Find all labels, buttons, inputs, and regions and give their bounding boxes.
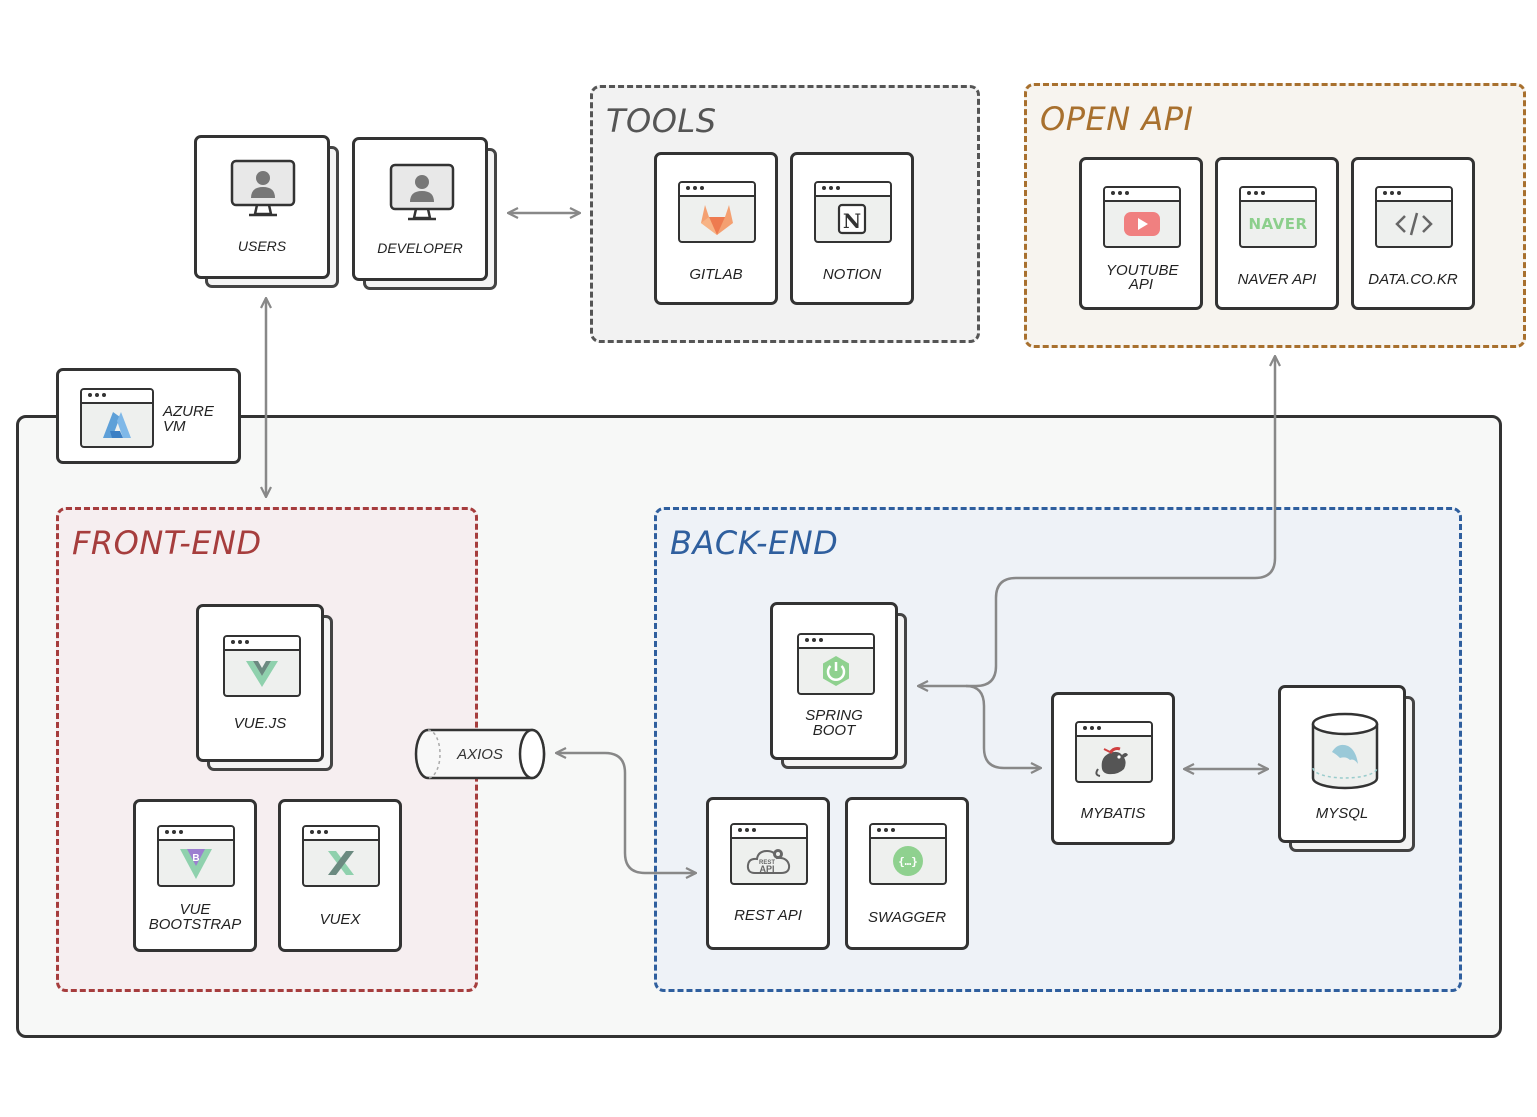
mybatis-node[interactable]: MYBATIS	[1051, 692, 1175, 845]
data-label: DATA.CO.KR	[1368, 271, 1458, 288]
user-monitor-icon	[389, 163, 455, 221]
users-node[interactable]: USERS	[194, 135, 339, 288]
azure-icon	[103, 412, 131, 438]
youtube-label: YOUTUBE API	[1106, 262, 1179, 293]
vuejs-label: VUE.JS	[233, 715, 287, 732]
users-label: USERS	[237, 238, 287, 254]
naver-icon: NAVER	[1248, 215, 1308, 233]
vuejs-node[interactable]: VUE.JS	[196, 604, 333, 771]
user-monitor-icon	[230, 159, 296, 217]
naver-label: NAVER API	[1237, 271, 1317, 288]
rest-api-label: REST API	[734, 907, 802, 924]
spring-boot-node[interactable]: SPRING BOOT	[770, 602, 907, 769]
mybatis-label: MYBATIS	[1080, 805, 1146, 822]
arrow-spring-openapi	[918, 356, 1275, 686]
vuex-label: VUEX	[319, 911, 361, 928]
azure-label: AZURE VM	[163, 403, 214, 435]
gitlab-node[interactable]: GITLAB	[654, 152, 778, 305]
axios-pipe[interactable]	[414, 727, 548, 781]
naver-node[interactable]: NAVER NAVER API	[1215, 157, 1339, 310]
arrow-spring-mybatis	[965, 684, 1041, 768]
vue-bootstrap-node[interactable]: B VUE BOOTSTRAP	[133, 799, 257, 952]
svg-text:{…}: {…}	[898, 855, 918, 868]
code-icon	[1395, 212, 1433, 236]
vue-icon	[246, 661, 278, 687]
notion-node[interactable]: N NOTION	[790, 152, 914, 305]
vuex-icon	[328, 851, 354, 875]
vuex-node[interactable]: VUEX	[278, 799, 402, 952]
arrow-axios-restapi	[556, 753, 696, 873]
mysql-label: MYSQL	[1315, 805, 1369, 822]
data-node[interactable]: DATA.CO.KR	[1351, 157, 1475, 310]
spring-power-icon	[823, 656, 849, 686]
spring-boot-label: SPRING BOOT	[805, 707, 863, 739]
svg-text:B: B	[192, 853, 199, 864]
gitlab-icon	[701, 205, 733, 235]
svg-text:N: N	[843, 209, 861, 233]
youtube-icon	[1124, 212, 1160, 236]
bootstrap-vue-icon: B	[180, 849, 212, 879]
tools-title: TOOLS	[606, 102, 717, 140]
notion-label: NOTION	[822, 266, 882, 283]
front-end-title: FRONT-END	[72, 524, 262, 562]
database-cylinder-icon	[1311, 712, 1379, 790]
gitlab-label: GITLAB	[689, 266, 743, 283]
notion-icon: N	[837, 203, 867, 235]
swagger-label: SWAGGER	[867, 909, 947, 926]
axios-label: AXIOS	[457, 746, 503, 763]
azure-node[interactable]: AZURE VM	[56, 368, 241, 464]
open-api-title: OPEN API	[1040, 100, 1194, 138]
youtube-node[interactable]: YOUTUBE API	[1079, 157, 1203, 310]
mysql-node[interactable]: MYSQL	[1278, 685, 1415, 852]
svg-text:REST: REST	[759, 860, 775, 866]
mybatis-bird-icon	[1095, 747, 1128, 777]
swagger-node[interactable]: {…} SWAGGER	[845, 797, 969, 950]
developer-node[interactable]: DEVELOPER	[352, 137, 497, 290]
swagger-icon: {…}	[893, 846, 923, 876]
svg-text:API: API	[759, 864, 774, 874]
vue-bootstrap-label: VUE BOOTSTRAP	[148, 901, 242, 933]
developer-label: DEVELOPER	[377, 240, 463, 256]
back-end-title: BACK-END	[670, 524, 839, 562]
rest-api-cloud-icon: REST API	[746, 849, 791, 874]
rest-api-node[interactable]: REST API REST API	[706, 797, 830, 950]
